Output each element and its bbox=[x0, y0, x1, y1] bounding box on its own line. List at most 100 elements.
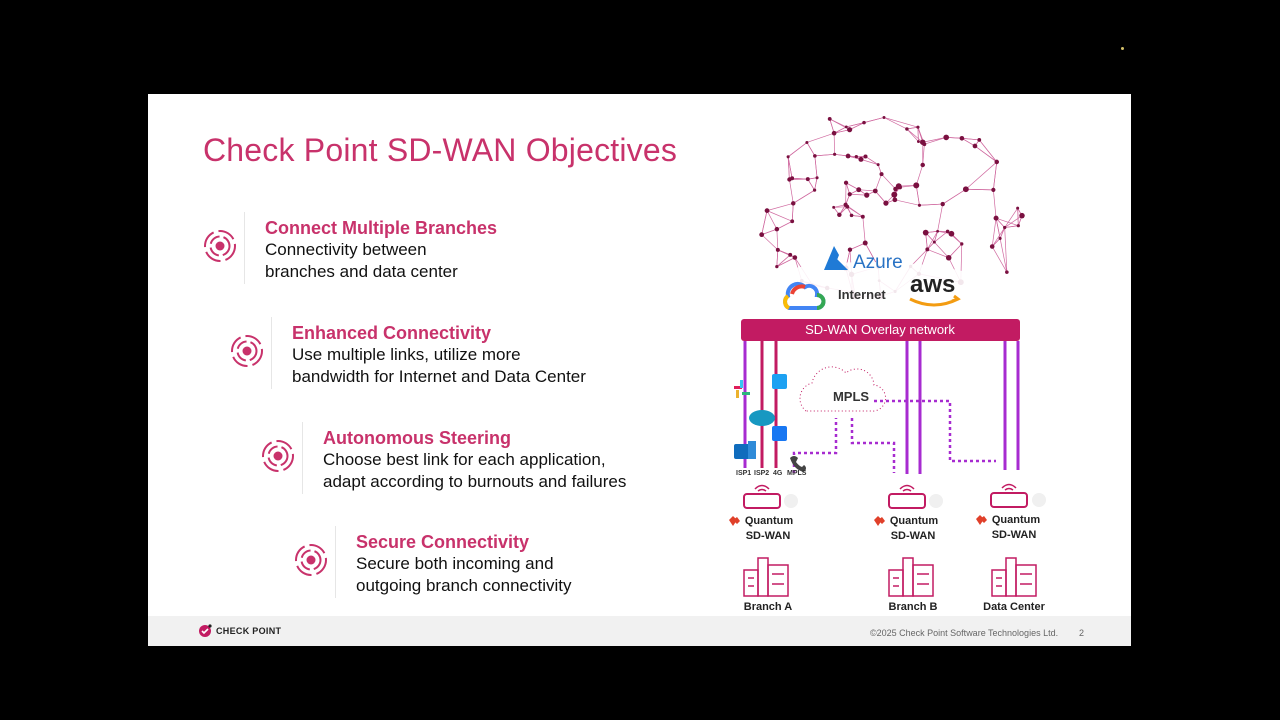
mesh-node bbox=[913, 182, 920, 189]
mesh-node bbox=[883, 200, 889, 206]
objective-connect-branches: Connect Multiple Branches Connectivity b… bbox=[200, 212, 660, 288]
mesh-node bbox=[774, 226, 780, 232]
mesh-node bbox=[945, 254, 952, 261]
mesh-node bbox=[879, 172, 884, 177]
mesh-link bbox=[933, 231, 938, 243]
mesh-node bbox=[922, 142, 927, 147]
mesh-node bbox=[854, 155, 858, 159]
mesh-node bbox=[920, 162, 925, 168]
mesh-node bbox=[775, 247, 780, 252]
shield-icon bbox=[929, 494, 943, 508]
mpls-label: MPLS bbox=[833, 389, 869, 404]
mesh-link bbox=[991, 227, 1005, 247]
facebook-icon bbox=[772, 426, 787, 441]
mesh-node bbox=[993, 215, 999, 221]
device-label: SD-WAN bbox=[891, 530, 936, 542]
mesh-node bbox=[936, 229, 939, 233]
mesh-link bbox=[814, 153, 835, 157]
fire-icon bbox=[874, 516, 885, 526]
mesh-node bbox=[843, 202, 848, 207]
mesh-node bbox=[905, 127, 909, 131]
slide-title: Check Point SD-WAN Objectives bbox=[203, 132, 678, 168]
objective-text-line: Choose best link for each application, bbox=[323, 450, 606, 469]
link-label-4g: 4G bbox=[773, 470, 783, 477]
internet-cloud-mesh bbox=[751, 115, 1025, 314]
mesh-link bbox=[965, 188, 994, 191]
mesh-node bbox=[864, 192, 870, 198]
mesh-link bbox=[937, 203, 944, 232]
mesh-link bbox=[806, 142, 816, 157]
mesh-link bbox=[766, 203, 794, 211]
mesh-node bbox=[860, 214, 865, 219]
mesh-node bbox=[790, 176, 795, 181]
objective-heading: Autonomous Steering bbox=[323, 428, 511, 448]
outlook-icon bbox=[734, 444, 750, 459]
mesh-link bbox=[849, 242, 866, 251]
mesh-node bbox=[831, 130, 837, 136]
mesh-link bbox=[776, 254, 791, 267]
router-icon bbox=[990, 492, 1028, 508]
building-icon bbox=[888, 557, 934, 597]
mesh-node bbox=[998, 236, 1002, 240]
mesh-node bbox=[847, 127, 853, 133]
objective-divider bbox=[335, 526, 336, 598]
mesh-link bbox=[793, 189, 815, 204]
objective-text-line: bandwidth for Internet and Data Center bbox=[292, 367, 586, 386]
mesh-link bbox=[874, 174, 882, 192]
phone-icon bbox=[790, 456, 806, 472]
mesh-link bbox=[910, 249, 928, 267]
azure-icon bbox=[824, 246, 848, 270]
fire-icon bbox=[976, 515, 987, 525]
router-icon bbox=[888, 493, 926, 509]
mesh-node bbox=[932, 240, 936, 244]
site-label: Branch A bbox=[744, 601, 793, 613]
mesh-link bbox=[915, 164, 924, 186]
mesh-node bbox=[837, 212, 842, 218]
mesh-link bbox=[766, 210, 793, 222]
mesh-node bbox=[1019, 212, 1025, 219]
mesh-link bbox=[995, 218, 1001, 239]
device-label: SD-WAN bbox=[992, 529, 1037, 541]
slack-icon bbox=[734, 380, 750, 398]
mesh-link bbox=[833, 133, 835, 155]
objective-text-line: branches and data center bbox=[265, 262, 458, 281]
footer-band bbox=[148, 616, 1131, 646]
link-label-isp2: ISP2 bbox=[754, 470, 769, 477]
mpls-links bbox=[792, 399, 996, 473]
mesh-link bbox=[787, 142, 808, 158]
google-cloud-icon bbox=[783, 281, 826, 310]
copyright-text: ©2025 Check Point Software Technologies … bbox=[870, 628, 1059, 638]
mesh-link bbox=[776, 220, 793, 230]
mesh-node bbox=[844, 125, 848, 129]
mesh-link bbox=[906, 128, 919, 142]
objective-secure-connectivity: Secure Connectivity Secure both incoming… bbox=[291, 526, 711, 602]
site-branch-b: Quantum SD-WAN Branch B bbox=[874, 484, 943, 613]
device-label: SD-WAN bbox=[746, 530, 791, 542]
mesh-link bbox=[792, 177, 808, 180]
mesh-link bbox=[1004, 215, 1023, 228]
mesh-node bbox=[832, 205, 836, 209]
mesh-link bbox=[924, 137, 947, 145]
slide: Check Point SD-WAN Objectives Connect Mu… bbox=[148, 94, 1131, 646]
mesh-link bbox=[961, 137, 976, 147]
mesh-link bbox=[787, 156, 793, 179]
mesh-node bbox=[876, 163, 880, 167]
mesh-link bbox=[883, 117, 908, 130]
mpls-cloud bbox=[799, 366, 887, 412]
objective-divider bbox=[271, 317, 272, 389]
mesh-link bbox=[863, 117, 885, 123]
mesh-node bbox=[805, 140, 809, 145]
wifi-icon bbox=[754, 484, 770, 492]
mesh-link bbox=[849, 122, 865, 130]
site-label: Branch B bbox=[889, 601, 938, 613]
mesh-link bbox=[862, 216, 866, 244]
objective-heading: Connect Multiple Branches bbox=[265, 218, 498, 238]
mesh-link bbox=[761, 228, 777, 235]
overlay-network-label: SD-WAN Overlay network bbox=[805, 322, 955, 337]
mesh-node bbox=[862, 240, 868, 246]
mesh-link bbox=[776, 257, 796, 267]
mesh-link bbox=[991, 218, 997, 247]
site-data-center: Quantum SD-WAN Data Center bbox=[976, 483, 1046, 613]
mesh-node bbox=[962, 186, 969, 193]
mesh-link bbox=[791, 203, 794, 222]
